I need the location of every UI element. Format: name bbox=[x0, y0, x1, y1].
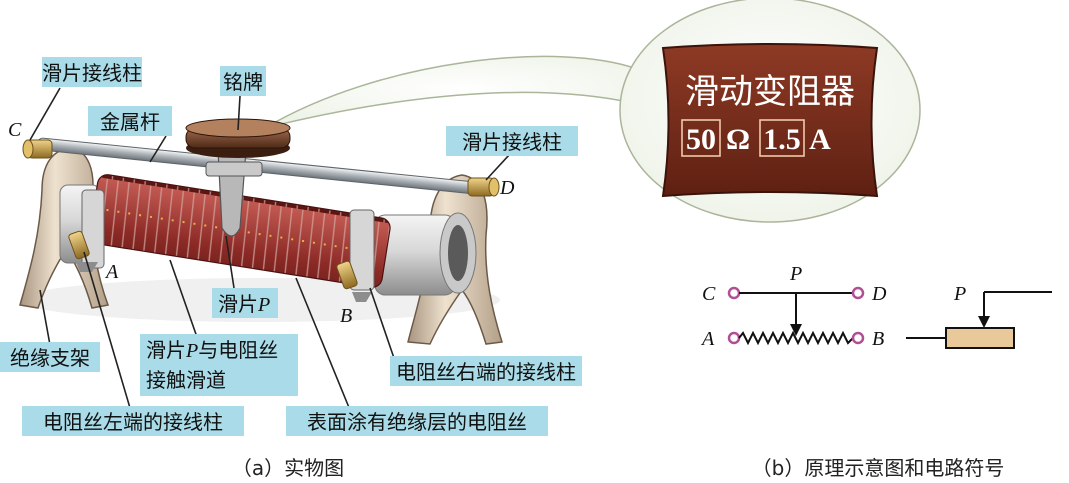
svg-text:铭牌: 铭牌 bbox=[223, 70, 263, 94]
nameplate: 滑动变阻器 50 Ω 1.5 A bbox=[661, 43, 879, 198]
leader-slider-terminal-right bbox=[485, 153, 511, 181]
terminal-c bbox=[22, 139, 53, 159]
schematic-terminal-d bbox=[851, 286, 865, 300]
nameplate-bubble: 滑动变阻器 50 Ω 1.5 A bbox=[264, 0, 921, 223]
leader-nameplate bbox=[237, 95, 241, 131]
schematic-resistance-wire bbox=[738, 330, 854, 346]
schematic-letter-c: C bbox=[702, 283, 716, 305]
symbol-resistor-body bbox=[945, 327, 1015, 349]
leader-right-end-terminal bbox=[369, 287, 397, 365]
callout-labels: 滑片接线柱 铭牌 金属杆 滑片接线柱 绝缘支架 滑片P 滑片P与电阻丝 接触滑道 bbox=[0, 57, 582, 436]
label-nameplate: 铭牌 bbox=[220, 66, 266, 96]
current-unit: A bbox=[809, 123, 831, 156]
svg-text:接触滑道: 接触滑道 bbox=[146, 368, 226, 392]
svg-text:电阻丝左端的接线柱: 电阻丝左端的接线柱 bbox=[43, 410, 223, 434]
letter-c: C bbox=[8, 119, 22, 141]
leader-insulating-stand bbox=[39, 289, 51, 346]
schematic-letter-d: D bbox=[871, 283, 887, 305]
label-left-end-terminal: 电阻丝左端的接线柱 bbox=[22, 406, 244, 436]
label-metal-rod: 金属杆 bbox=[88, 106, 172, 136]
label-right-end-terminal: 电阻丝右端的接线柱 bbox=[390, 356, 582, 386]
svg-text:滑片接线柱: 滑片接线柱 bbox=[42, 61, 142, 85]
svg-text:表面涂有绝缘层的电阻丝: 表面涂有绝缘层的电阻丝 bbox=[307, 410, 527, 434]
svg-text:滑片接线柱: 滑片接线柱 bbox=[462, 130, 562, 154]
leader-lines bbox=[29, 87, 511, 411]
schematic-letter-p: P bbox=[789, 263, 802, 285]
leader-contact-track bbox=[169, 259, 199, 341]
letter-d: D bbox=[499, 177, 515, 199]
label-coated-wire: 表面涂有绝缘层的电阻丝 bbox=[286, 406, 548, 436]
label-slider-p: 滑片P bbox=[212, 288, 278, 318]
current-value: 1.5 bbox=[763, 123, 801, 156]
slider-p bbox=[205, 149, 263, 237]
label-slider-terminal-left: 滑片接线柱 bbox=[42, 57, 142, 87]
current-value-box bbox=[759, 119, 805, 157]
leader-metal-rod bbox=[149, 135, 167, 163]
principle-schematic: C D P A B bbox=[700, 263, 887, 350]
nameplate-title: 滑动变阻器 bbox=[685, 72, 855, 112]
leader-coated-wire bbox=[295, 277, 351, 411]
circuit-symbol: P bbox=[906, 283, 1052, 349]
symbol-letter-p: P bbox=[953, 283, 966, 305]
contact-track bbox=[106, 208, 379, 254]
leader-slider-p bbox=[225, 235, 235, 289]
resistance-value-box bbox=[681, 119, 721, 157]
resistance-value: 50 bbox=[686, 123, 716, 156]
schematic-letter-a: A bbox=[700, 328, 715, 350]
resistance-unit: Ω bbox=[726, 123, 750, 156]
letter-a: A bbox=[104, 261, 119, 283]
terminal-a bbox=[68, 230, 98, 272]
schematic-terminal-c bbox=[727, 286, 741, 300]
svg-text:滑片P: 滑片P bbox=[218, 292, 270, 316]
caption-right: （b）原理示意图和电路符号 bbox=[752, 456, 1005, 480]
schematic-terminal-a bbox=[727, 331, 741, 345]
schematic-terminal-b bbox=[851, 331, 865, 345]
svg-text:金属杆: 金属杆 bbox=[100, 110, 160, 134]
label-slider-terminal-right: 滑片接线柱 bbox=[446, 126, 578, 156]
schematic-letter-b: B bbox=[872, 328, 884, 350]
letter-b: B bbox=[340, 305, 352, 327]
leader-slider-terminal-left bbox=[29, 87, 61, 141]
terminal-d bbox=[467, 177, 500, 197]
svg-text:绝缘支架: 绝缘支架 bbox=[10, 346, 90, 370]
label-contact-track: 滑片P与电阻丝 接触滑道 bbox=[140, 334, 298, 396]
leader-left-end-terminal bbox=[83, 251, 131, 409]
caption-left: （a）实物图 bbox=[232, 456, 344, 480]
terminal-b bbox=[336, 260, 372, 302]
svg-text:滑片P与电阻丝: 滑片P与电阻丝 bbox=[146, 338, 278, 362]
svg-text:电阻丝右端的接线柱: 电阻丝右端的接线柱 bbox=[396, 360, 576, 384]
label-insulating-stand: 绝缘支架 bbox=[0, 342, 100, 372]
